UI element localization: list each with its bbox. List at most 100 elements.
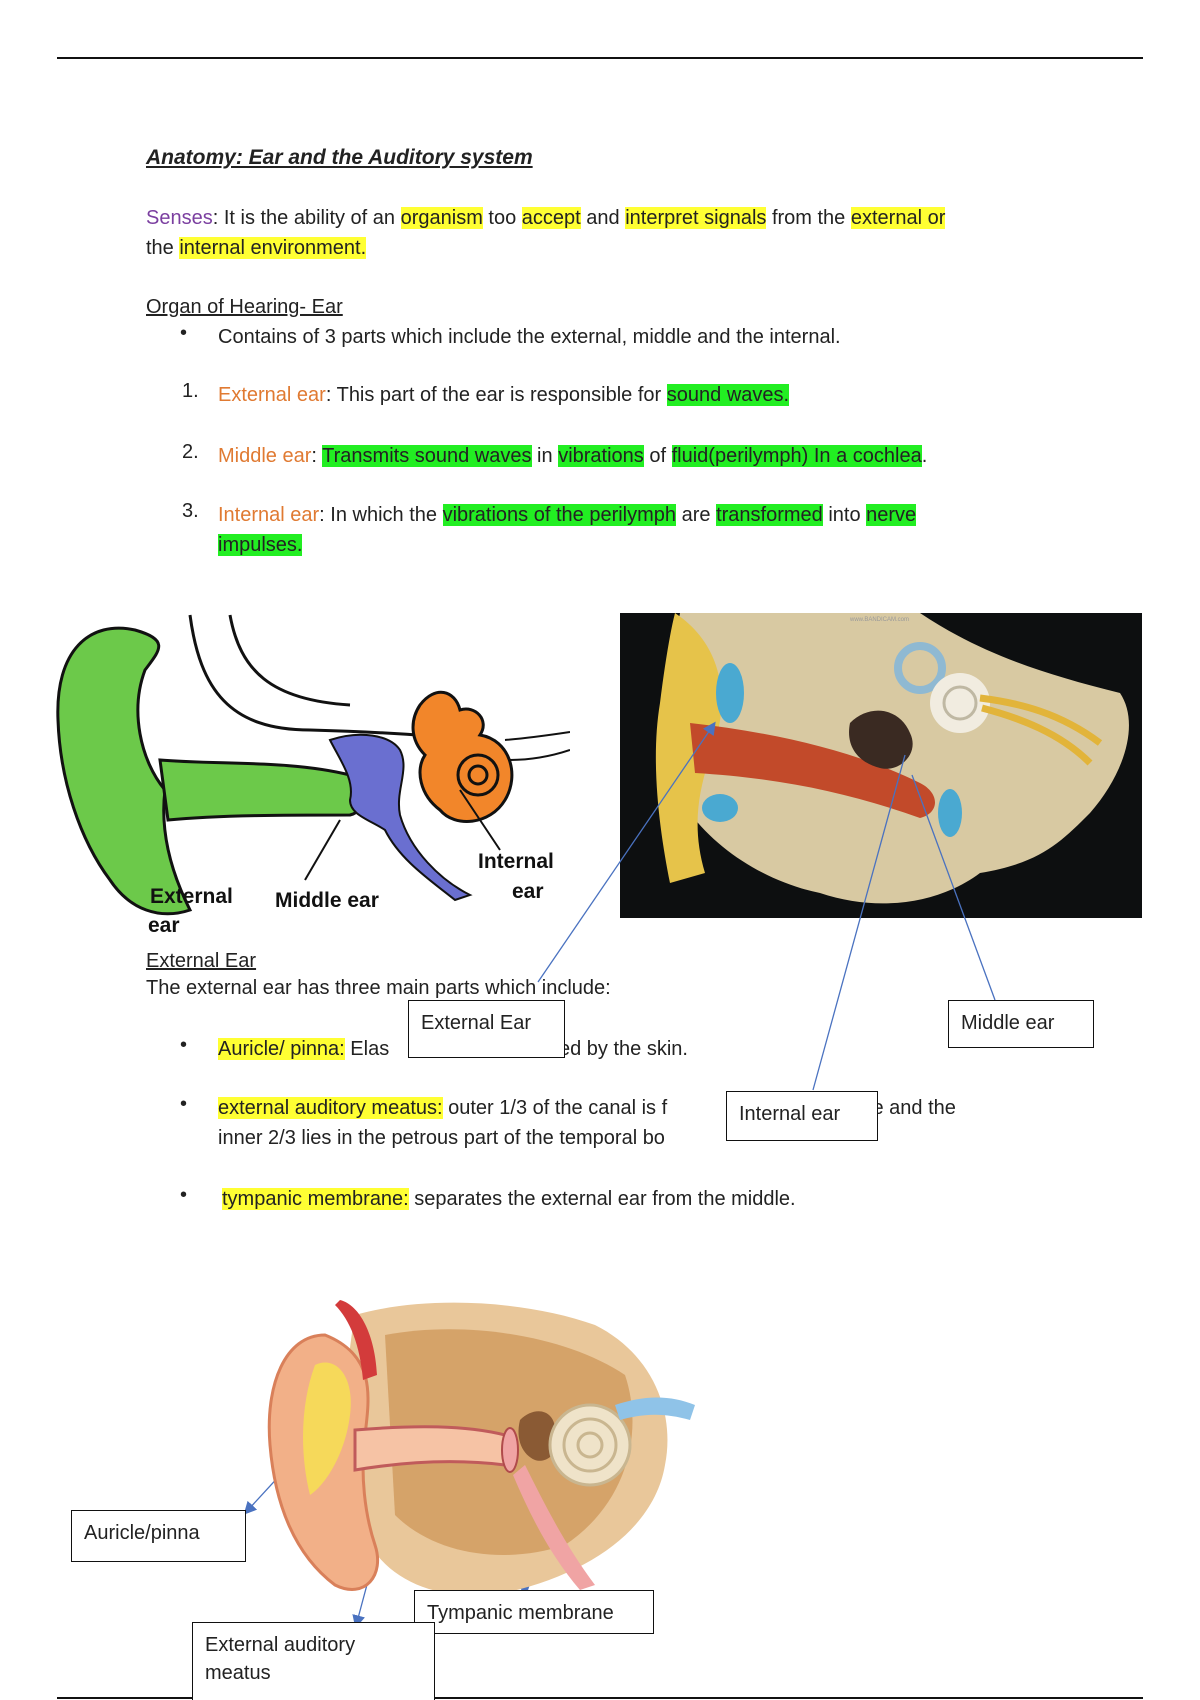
diagram-label-middle: Middle ear bbox=[275, 889, 379, 912]
photo-watermark: www.BANDICAM.com bbox=[849, 617, 909, 623]
bullet-dot: • bbox=[180, 1093, 188, 1115]
text: and bbox=[580, 207, 626, 229]
cochlea-spiral bbox=[942, 685, 978, 721]
cochlea-spiral bbox=[576, 1431, 604, 1459]
text: in bbox=[531, 445, 559, 467]
arrow-internal-ear bbox=[812, 754, 906, 1091]
text: of bbox=[643, 445, 672, 467]
external-ear-intro: The external ear has three main parts wh… bbox=[146, 977, 611, 999]
cochlea-spiral bbox=[562, 1417, 618, 1473]
senses-term: Senses bbox=[146, 207, 213, 229]
arrow-external-ear bbox=[537, 721, 716, 983]
text: into bbox=[822, 504, 867, 526]
text: meatus bbox=[205, 1662, 271, 1684]
text: : This part of the ear is responsible fo… bbox=[325, 384, 667, 406]
highlight: interpret signals bbox=[625, 207, 767, 229]
highlight: impulses. bbox=[218, 534, 303, 556]
text: . bbox=[921, 445, 928, 467]
nerve-drawn bbox=[615, 1397, 695, 1420]
text: the bbox=[146, 237, 180, 259]
external-ear-heading: External Ear bbox=[146, 950, 257, 972]
ear-canal-3d bbox=[690, 723, 935, 818]
text: are bbox=[676, 504, 717, 526]
highlight: vibrations of the perilymph bbox=[442, 504, 677, 526]
outer-ear-cartilage bbox=[655, 613, 722, 883]
pointer-line-internal bbox=[459, 789, 501, 851]
callout-middle-ear: Middle ear bbox=[948, 1000, 1094, 1048]
text: from the bbox=[766, 207, 851, 229]
highlight: external auditory meatus: bbox=[218, 1097, 443, 1119]
nerve-lines bbox=[504, 731, 570, 761]
pointer-line-middle bbox=[304, 819, 341, 881]
highlight: transformed bbox=[716, 504, 823, 526]
callout-tympanic: Tympanic membrane bbox=[414, 1590, 654, 1634]
callout-external-ear: External Ear bbox=[408, 1000, 565, 1058]
highlight: external or bbox=[850, 207, 946, 229]
term: External ear bbox=[218, 384, 326, 406]
highlight: organism bbox=[400, 207, 483, 229]
auditory-nerve bbox=[979, 694, 1103, 766]
bullet-tympanic: tympanic membrane: separates the externa… bbox=[222, 1184, 796, 1214]
eustachian-tube bbox=[513, 1465, 595, 1590]
text: : In which the bbox=[319, 504, 443, 526]
middle-ear-3d bbox=[849, 710, 913, 769]
highlight: accept bbox=[521, 207, 581, 229]
ear-3d-illustration: www.BANDICAM.com bbox=[620, 613, 1142, 918]
list-number: 2. bbox=[182, 441, 199, 463]
fat-tissue bbox=[303, 1362, 351, 1495]
highlight: fluid(perilymph) In a cochlea bbox=[671, 445, 922, 467]
list-number: 3. bbox=[182, 500, 199, 522]
text: too bbox=[482, 207, 522, 229]
senses-paragraph: Senses: It is the ability of an organism… bbox=[146, 203, 1066, 263]
bullet-dot: • bbox=[180, 1034, 188, 1056]
muscle-strip bbox=[335, 1300, 377, 1380]
semicircular-canal bbox=[894, 642, 946, 694]
cartilage-spot bbox=[702, 794, 738, 822]
arrow-middle-ear bbox=[911, 774, 996, 1001]
highlight: Auricle/ pinna: bbox=[218, 1038, 345, 1060]
callout-auricle: Auricle/pinna bbox=[71, 1510, 246, 1562]
highlight: nerve bbox=[866, 504, 917, 526]
ear-schematic-diagram bbox=[56, 614, 570, 916]
ossicles bbox=[518, 1411, 559, 1461]
text: : It is the ability of an bbox=[212, 207, 401, 229]
bullet-dot: • bbox=[180, 1184, 188, 1206]
part-internal: Internal ear: In which the vibrations of… bbox=[218, 500, 917, 560]
term: Internal ear bbox=[218, 504, 320, 526]
diagram-label-internal: Internal bbox=[478, 850, 554, 873]
part-external: External ear: This part of the ear is re… bbox=[218, 380, 790, 410]
cochlea-drawn bbox=[548, 1403, 632, 1487]
text: : bbox=[311, 445, 323, 467]
text: Elas bbox=[344, 1038, 390, 1060]
list-number: 1. bbox=[182, 380, 199, 402]
tympanic-membrane-drawn bbox=[501, 1427, 519, 1473]
bullet-dot: • bbox=[180, 322, 188, 344]
text: outer 1/3 of the canal is f bbox=[442, 1097, 668, 1119]
text: inner 2/3 lies in the petrous part of th… bbox=[218, 1127, 665, 1149]
auricle-shape bbox=[56, 626, 193, 916]
text: separates the external ear from the midd… bbox=[408, 1188, 796, 1210]
callout-internal-ear: Internal ear bbox=[726, 1091, 878, 1141]
highlight: Transmits sound waves bbox=[322, 445, 532, 467]
organ-bullet: Contains of 3 parts which include the ex… bbox=[218, 326, 841, 348]
diagram-label-external-2: ear bbox=[148, 914, 180, 937]
cochlea-3d bbox=[930, 673, 990, 733]
cartilage-spot bbox=[716, 663, 744, 723]
bullet-meatus: external auditory meatus: outer 1/3 of t… bbox=[218, 1093, 1118, 1153]
term: Middle ear bbox=[218, 445, 312, 467]
middle-ear-shape bbox=[328, 733, 473, 902]
highlight: internal environment. bbox=[179, 237, 367, 259]
page-title: Anatomy: Ear and the Auditory system bbox=[146, 146, 533, 169]
part-middle: Middle ear: Transmits sound waves in vib… bbox=[218, 441, 927, 471]
diagram-label-internal-2: ear bbox=[512, 880, 544, 903]
highlight: sound waves. bbox=[666, 384, 790, 406]
top-rule bbox=[57, 57, 1143, 59]
ear-anatomy-illustration bbox=[267, 1300, 695, 1596]
ear-canal-drawn bbox=[353, 1425, 507, 1472]
cochlea-shape bbox=[411, 690, 514, 823]
highlight: tympanic membrane: bbox=[222, 1188, 409, 1210]
highlight: vibrations bbox=[558, 445, 644, 467]
organ-heading: Organ of Hearing- Ear bbox=[146, 296, 343, 318]
